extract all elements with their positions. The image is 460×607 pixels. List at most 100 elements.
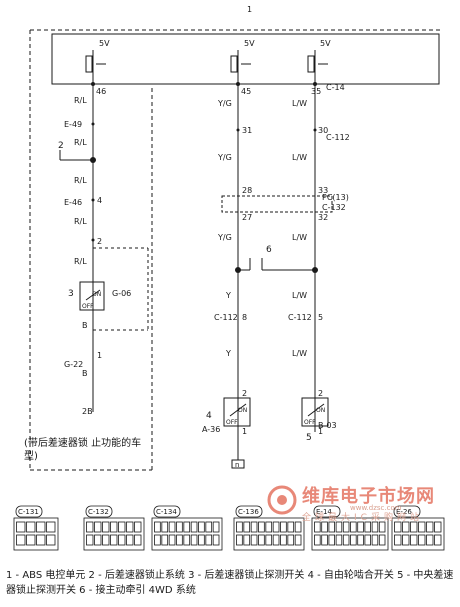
- connector-tag: [153, 505, 181, 518]
- pin-1-sw4: 1: [242, 427, 247, 436]
- connector-pin: [26, 521, 36, 533]
- pin-2-sw4: 2: [242, 389, 247, 398]
- connector-pin: [265, 521, 273, 533]
- connector-pin: [94, 521, 102, 533]
- connector-pin: [102, 534, 110, 546]
- wire-label-rl-1: R/L: [74, 96, 87, 105]
- callout-2: 2: [58, 141, 64, 151]
- connector-pin: [212, 534, 220, 546]
- pin-2b: 2B: [82, 407, 93, 416]
- connector-pin: [426, 521, 434, 533]
- switch-5-off: OFF: [304, 419, 316, 426]
- connector-pin: [335, 534, 343, 546]
- wire-label-y-1: Y: [225, 291, 231, 300]
- connector-icon-e-14: [311, 517, 389, 551]
- connector-pin: [250, 521, 258, 533]
- connector-pin: [272, 534, 280, 546]
- connector-tag: [313, 505, 341, 518]
- pin-27: 27: [242, 213, 252, 222]
- pin-2-sw5: 2: [318, 389, 323, 398]
- connector-pin: [426, 534, 434, 546]
- wire-label-b-2: B: [82, 369, 88, 378]
- pin-5: 5: [318, 313, 323, 322]
- wire-label-rl-2: R/L: [74, 138, 87, 147]
- connector-pin: [418, 521, 426, 533]
- switch-3-on: ON: [92, 291, 101, 298]
- wire-label-b-1: B: [82, 321, 88, 330]
- connector-pin: [272, 521, 280, 533]
- connector-pin: [394, 534, 402, 546]
- supply-5v-b: 5V: [244, 39, 255, 48]
- connector-pin: [236, 521, 243, 533]
- connector-pin: [154, 534, 161, 546]
- connector-g06: G-06: [112, 289, 131, 298]
- switch-4-off: OFF: [226, 419, 238, 426]
- connector-icon-label: C-131: [18, 508, 39, 516]
- connector-pin: [314, 534, 321, 546]
- pin-1-sw5: 1: [318, 427, 323, 436]
- connector-c112-b: C-112: [214, 313, 238, 322]
- wire-label-rl-3: R/L: [74, 176, 87, 185]
- pin-33: 33: [318, 186, 328, 195]
- legend-caption: 1 - ABS 电控单元 2 - 后差速器锁止系统 3 - 后差速器锁止探测开关…: [6, 570, 454, 596]
- connector-pin: [243, 521, 251, 533]
- watermark: 维库电子市场网 www.dzsc.com 全球最大IC采购网站: [262, 480, 452, 524]
- pin-4: 4: [97, 196, 102, 205]
- connector-pin: [250, 534, 258, 546]
- connector-pin: [161, 521, 169, 533]
- switch-5-on: ON: [316, 407, 325, 414]
- connector-pin: [26, 534, 36, 546]
- wire-label-lw-2: L/W: [292, 153, 307, 162]
- connector-c112-a: C-112: [326, 133, 350, 142]
- connector-pin: [394, 521, 402, 533]
- connector-pin: [402, 534, 410, 546]
- connector-pin: [357, 534, 364, 546]
- connector-pin: [161, 534, 169, 546]
- connector-c14: C-14: [326, 83, 345, 92]
- module-label: 1: [247, 5, 252, 14]
- watermark-url: www.dzsc.com: [350, 504, 402, 512]
- connector-pin: [183, 521, 191, 533]
- connector-pin: [364, 521, 371, 533]
- connector-pin: [126, 521, 134, 533]
- connector-pin: [168, 521, 176, 533]
- connector-icon-label: C-136: [238, 508, 259, 516]
- connector-pin: [198, 521, 205, 533]
- connector-icon-e-26: [391, 517, 445, 551]
- connector-pin: [46, 534, 56, 546]
- pin-2: 2: [97, 237, 102, 246]
- connector-e49: E-49: [64, 120, 82, 129]
- connector-pin: [94, 534, 102, 546]
- wire-label-y-2: Y: [225, 349, 231, 358]
- connector-g22: G-22: [64, 360, 83, 369]
- connector-pin: [168, 534, 176, 546]
- connector-pin: [16, 521, 26, 533]
- wire-label-lw-1: L/W: [292, 99, 307, 108]
- connector-pin: [183, 534, 191, 546]
- connector-pin: [243, 534, 251, 546]
- pin-46: 46: [96, 87, 106, 96]
- connector-pin: [410, 534, 418, 546]
- connector-icon-label: E-14: [316, 508, 332, 516]
- connector-icon-c-134: [151, 517, 223, 551]
- connector-pin: [176, 521, 183, 533]
- connector-pin: [110, 534, 118, 546]
- connector-pin: [287, 521, 295, 533]
- switch-5: [301, 397, 329, 427]
- connector-pin: [36, 521, 46, 533]
- connector-pin: [350, 521, 357, 533]
- pin-28: 28: [242, 186, 252, 195]
- connector-c132: C-132: [322, 203, 346, 212]
- pin-45: 45: [241, 87, 251, 96]
- callout-4: 4: [206, 411, 212, 421]
- connector-pin: [205, 521, 213, 533]
- connector-pin: [176, 534, 183, 546]
- connector-pin: [190, 534, 198, 546]
- connector-pin: [378, 534, 386, 546]
- supply-5v-c: 5V: [320, 39, 331, 48]
- connector-icon-c-131: [13, 517, 59, 551]
- connector-pin: [335, 521, 343, 533]
- connector-tag: [85, 505, 113, 518]
- connector-pin: [418, 534, 426, 546]
